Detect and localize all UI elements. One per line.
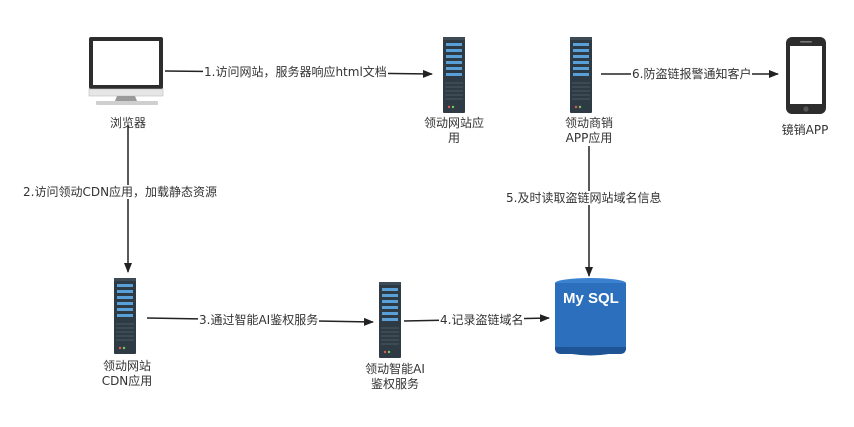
app-server-label-line2: APP应用 <box>565 131 613 145</box>
edge-4-label: 4.记录盗链域名 <box>439 313 525 327</box>
cdn-label-line1: 领动网站 <box>102 359 151 373</box>
mysql-label: My SQL <box>563 290 619 307</box>
monitor-icon <box>88 37 164 105</box>
phone-icon <box>786 37 826 114</box>
edge-1-label: 1.访问网站，服务器响应html文档 <box>203 65 388 79</box>
server-icon-cdn <box>113 277 137 355</box>
edge-3-label: 3.通过智能AI鉴权服务 <box>198 313 320 327</box>
server-icon-website <box>442 36 466 114</box>
ai-auth-label-line2: 鉴权服务 <box>370 377 419 391</box>
website-label-line2: 用 <box>447 131 460 145</box>
website-label-line1: 领动网站应 <box>423 116 484 130</box>
server-icon-app <box>569 36 593 114</box>
edge-6-label: 6.防盗链报警通知客户 <box>631 67 753 81</box>
mysql-database-icon <box>555 278 626 356</box>
edge-5-label: 5.及时读取盗链网站域名信息 <box>505 191 663 205</box>
phone-label: 镜销APP <box>781 123 829 137</box>
cdn-label-line2: CDN应用 <box>101 374 153 388</box>
ai-auth-label-line1: 领动智能AI <box>365 362 425 376</box>
server-icon-ai-auth <box>378 281 402 359</box>
edge-2-label: 2.访问领动CDN应用，加载静态资源 <box>22 185 219 199</box>
browser-label: 浏览器 <box>109 116 146 130</box>
app-server-label-line1: 领动商销 <box>564 116 613 130</box>
